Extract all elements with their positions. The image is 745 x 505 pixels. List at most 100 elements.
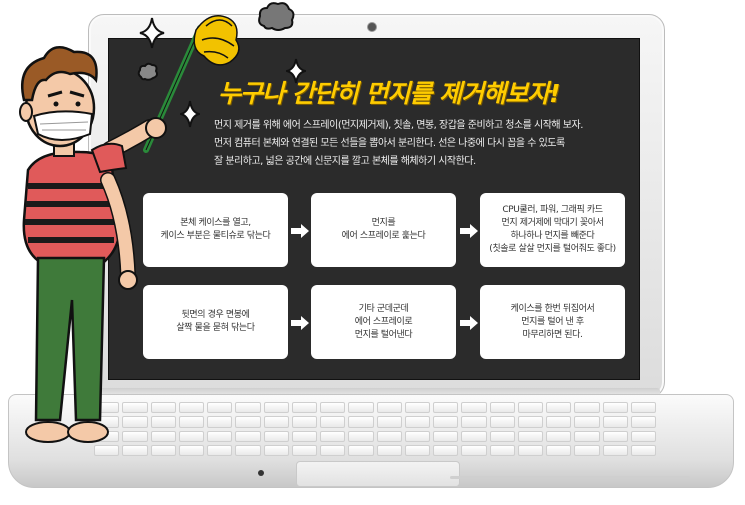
keyboard-key [178, 402, 204, 414]
step-line: 케이스를 한번 뒤집어서 [510, 303, 595, 314]
keyboard-key [376, 416, 402, 428]
keyboard-key [461, 430, 487, 442]
keyboard-key [150, 444, 176, 456]
headline: 누구나 간단히 먼지를 제거해보자! [218, 79, 561, 108]
keyboard-key [320, 430, 346, 442]
keyboard-key [574, 402, 600, 414]
keyboard-key [630, 402, 656, 414]
keyboard-key [207, 416, 233, 428]
keyboard-key [376, 402, 402, 414]
step-card-3: CPU쿨러, 파워, 그래픽 카드 먼지 제거제에 막대기 꽂아서 하나하나 먼… [480, 193, 625, 267]
keyboard-key [150, 416, 176, 428]
keyboard-key [348, 402, 374, 414]
keyboard-key [122, 402, 148, 414]
keyboard-key [320, 402, 346, 414]
keyboard-key [404, 402, 430, 414]
keyboard-key [433, 402, 459, 414]
keyboard-key [602, 430, 628, 442]
arrow-right-icon [460, 316, 478, 330]
step-line: 케이스 부분은 물티슈로 닦는다 [160, 231, 271, 241]
keyboard-key [178, 430, 204, 442]
keyboard-key [207, 444, 233, 456]
step-line: 먼지를 털어 낸 후 [521, 316, 584, 327]
intro-text: 먼지 제거를 위해 에어 스프레이(먼지제거제), 칫솔, 면봉, 장갑을 준비… [214, 117, 630, 171]
keyboard-key [489, 430, 515, 442]
keyboard [92, 400, 658, 458]
step-card-1: 본체 케이스를 열고, 케이스 부분은 물티슈로 닦는다 [143, 193, 288, 267]
step-line: 에어 스프레이로 [354, 316, 413, 327]
keyboard-key [178, 416, 204, 428]
power-led-icon [258, 470, 264, 476]
sparkle-icon [286, 58, 306, 84]
keyboard-key [517, 402, 543, 414]
trackpad [296, 461, 460, 487]
keyboard-key [489, 402, 515, 414]
keyboard-key [235, 402, 261, 414]
intro-line-2: 먼저 컴퓨터 본체와 연결된 모든 선들을 뽑아서 분리한다. 선은 나중에 다… [214, 138, 565, 149]
keyboard-key [291, 430, 317, 442]
step-line: 기타 군데군데 [358, 303, 409, 314]
keyboard-key [517, 430, 543, 442]
arrow-right-icon [460, 224, 478, 238]
keyboard-key [348, 430, 374, 442]
keyboard-key [461, 402, 487, 414]
speaker-slot [450, 476, 690, 479]
keyboard-key [517, 416, 543, 428]
keyboard-key [150, 402, 176, 414]
keyboard-key [461, 444, 487, 456]
keyboard-key [235, 430, 261, 442]
keyboard-key [376, 444, 402, 456]
keyboard-key [602, 444, 628, 456]
step-line: 먼지를 [371, 218, 396, 228]
keyboard-key [178, 444, 204, 456]
keyboard-key [235, 444, 261, 456]
keyboard-key [263, 402, 289, 414]
laptop-hinge [92, 388, 660, 398]
keyboard-key [630, 430, 656, 442]
keyboard-key [602, 402, 628, 414]
step-card-6: 케이스를 한번 뒤집어서 먼지를 털어 낸 후 마무리하면 된다. [480, 285, 625, 359]
keyboard-key [574, 430, 600, 442]
step-line: (칫솔로 살살 먼지를 털어줘도 좋다) [489, 244, 616, 254]
sparkle-icon [180, 100, 200, 128]
keyboard-key [433, 444, 459, 456]
keyboard-key [207, 402, 233, 414]
step-card-5: 기타 군데군데 에어 스프레이로 먼지를 털어낸다 [311, 285, 456, 359]
intro-line-1: 먼지 제거를 위해 에어 스프레이(먼지제거제), 칫솔, 면봉, 장갑을 준비… [214, 120, 583, 131]
step-line: 뒷면의 경우 면봉에 [181, 310, 250, 320]
step-line: 본체 케이스를 열고, [180, 218, 251, 228]
keyboard-key [122, 444, 148, 456]
keyboard-key [574, 444, 600, 456]
keyboard-key [122, 430, 148, 442]
step-line: 살짝 물을 묻혀 닦는다 [176, 323, 255, 333]
step-card-4: 뒷면의 경우 면봉에 살짝 물을 묻혀 닦는다 [143, 285, 288, 359]
keyboard-key [291, 402, 317, 414]
dust-cloud-icon [258, 2, 295, 31]
cleaning-man-illustration [19, 45, 167, 443]
keyboard-key [574, 416, 600, 428]
keyboard-key [291, 416, 317, 428]
arrow-right-icon [291, 316, 309, 330]
keyboard-key [546, 402, 572, 414]
keyboard-key [348, 444, 374, 456]
keyboard-key [546, 430, 572, 442]
keyboard-key [630, 444, 656, 456]
keyboard-key [489, 416, 515, 428]
keyboard-key [404, 430, 430, 442]
keyboard-key [94, 444, 120, 456]
keyboard-key [263, 430, 289, 442]
keyboard-key [404, 444, 430, 456]
dust-cloud-icon [137, 62, 158, 81]
webcam-icon [367, 22, 377, 32]
keyboard-key [630, 416, 656, 428]
keyboard-key [546, 416, 572, 428]
keyboard-key [207, 430, 233, 442]
keyboard-key [122, 416, 148, 428]
step-line: 하나하나 먼지를 빼준다 [510, 231, 595, 241]
keyboard-key [291, 444, 317, 456]
intro-line-3: 잘 분리하고, 넓은 공간에 신문지를 깔고 본체를 해체하기 시작한다. [214, 156, 476, 167]
step-line: 에어 스프레이로 훑는다 [341, 231, 426, 241]
sparkle-icon [139, 17, 165, 49]
keyboard-key [235, 416, 261, 428]
keyboard-key [376, 430, 402, 442]
